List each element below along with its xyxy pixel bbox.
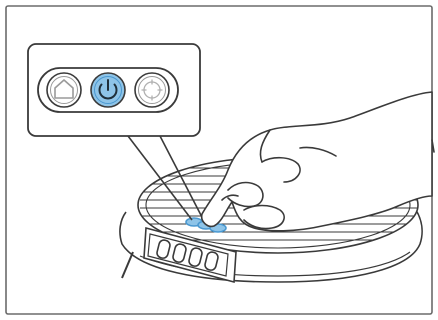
callout-box	[28, 44, 200, 136]
spot-clean-button	[135, 73, 169, 107]
power-button	[91, 73, 125, 107]
home-button	[47, 73, 81, 107]
